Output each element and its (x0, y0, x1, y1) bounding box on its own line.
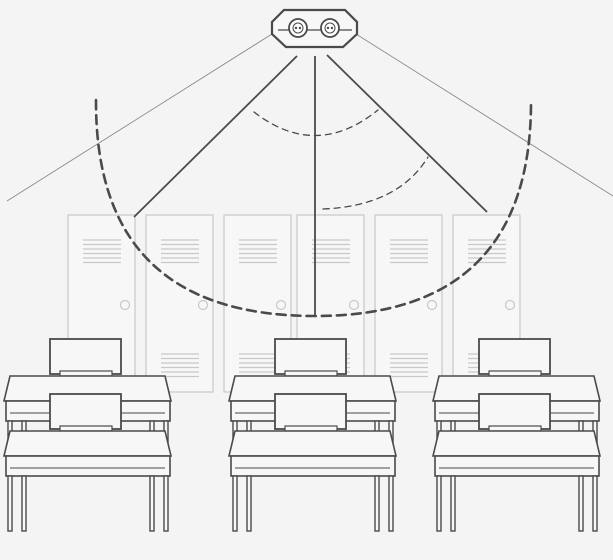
desk-r2-c3 (431, 393, 602, 532)
desk-leg (7, 475, 13, 532)
locker (374, 214, 443, 393)
sensor-lens-right (320, 18, 340, 38)
detection-range-inner-arc (253, 109, 379, 137)
inner-beam-right (326, 54, 488, 213)
locker-bank (67, 214, 521, 393)
inner-beam-left (133, 55, 298, 218)
coverage-outer-lines (6, 33, 613, 202)
desk-leg (592, 475, 598, 532)
desk-leg (436, 475, 442, 532)
desk-rows (2, 338, 602, 532)
desk-leg (232, 475, 238, 532)
outer-beam-left (6, 33, 273, 202)
coverage-inner-lines (133, 54, 488, 316)
desk-leg (374, 475, 380, 532)
detection-range-outer-arc (94, 98, 533, 318)
desk-leg (450, 475, 456, 532)
locker (145, 214, 214, 393)
locker (223, 214, 292, 393)
desk-leg (388, 475, 394, 532)
dual-lens-sensor-icon (270, 8, 359, 49)
desk-leg (578, 475, 584, 532)
desk-leg (149, 475, 155, 532)
desk-leg (246, 475, 252, 532)
desk-r2-c2 (227, 393, 398, 532)
desk-leg (21, 475, 27, 532)
desk-r2-c1 (2, 393, 173, 532)
desk-leg (163, 475, 169, 532)
outer-beam-right (355, 33, 613, 197)
detection-range-side-arc (322, 156, 429, 210)
sensor-lens-left (288, 18, 308, 38)
